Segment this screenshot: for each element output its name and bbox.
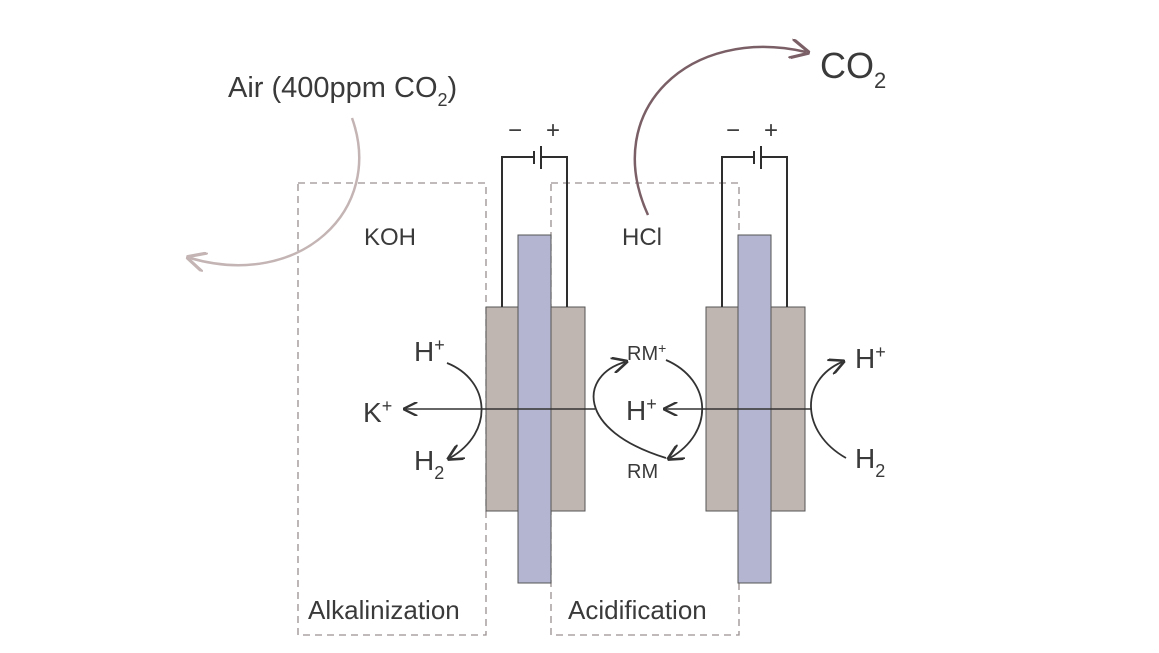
- acidification-label: Acidification: [568, 595, 707, 625]
- rm-reduction-arrow: [666, 359, 704, 458]
- hcl-label: HCl: [622, 224, 662, 251]
- cell-2-minus-sign: −: [726, 117, 740, 144]
- right-hydrogen-label: H2: [855, 443, 885, 481]
- cell-2-circuit: [721, 146, 788, 307]
- potassium-label: K+: [363, 396, 392, 428]
- air-flow-arrow: [190, 117, 361, 265]
- rm-oxidation-arrow: [592, 362, 667, 459]
- right-reaction-arrow: [810, 362, 846, 459]
- air-label: Air (400ppm CO2): [228, 72, 457, 110]
- middle-proton-label: H+: [626, 394, 657, 426]
- left-hydrogen-label: H2: [414, 445, 444, 483]
- cell-1: − +: [485, 117, 586, 584]
- cell-1-plus-sign: +: [546, 117, 560, 144]
- cell-1-circuit: [501, 146, 568, 307]
- co2-label: CO2: [820, 45, 886, 93]
- cell-2: − +: [705, 117, 806, 584]
- left-reaction-arrow: [447, 362, 483, 458]
- co2-release-arrow: [633, 47, 806, 216]
- right-proton-label: H+: [855, 342, 886, 374]
- rm-label: RM: [627, 461, 658, 483]
- koh-label: KOH: [364, 224, 416, 251]
- rm-plus-label: RM+: [627, 340, 666, 365]
- left-proton-label: H+: [414, 335, 445, 367]
- cell-2-plus-sign: +: [764, 117, 778, 144]
- alkalinization-label: Alkalinization: [308, 595, 460, 625]
- cell-1-minus-sign: −: [508, 117, 522, 144]
